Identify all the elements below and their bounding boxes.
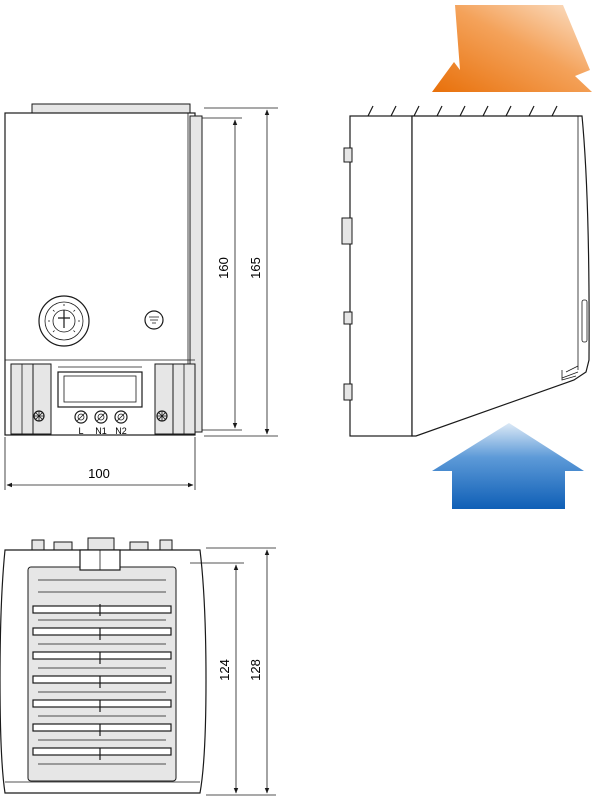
vent-grille-louvres <box>32 579 172 765</box>
bottom-view: 124 128 <box>0 537 276 796</box>
cold-air-inflow-arrow <box>432 423 584 509</box>
mounting-screw-right-icon <box>156 410 168 422</box>
terminal-label-n2: N2 <box>115 426 127 436</box>
bottom-view-connectors <box>31 537 173 551</box>
dimension-160: 160 <box>216 257 231 279</box>
terminal-screw-n2-icon <box>114 410 128 424</box>
top-vent-fins <box>367 105 558 117</box>
warm-air-outflow-arrow <box>432 5 592 92</box>
dimension-124: 124 <box>217 659 232 681</box>
dimension-165: 165 <box>248 257 263 279</box>
dimension-100: 100 <box>88 466 110 481</box>
mounting-screw-left-icon <box>33 410 45 422</box>
front-height-dimensions: 160 165 <box>202 107 278 437</box>
front-view: L N1 N2 160 165 100 <box>4 103 278 490</box>
terminal-screw-n1-icon <box>94 410 108 424</box>
din-clip-bottom <box>343 383 353 401</box>
ground-symbol-icon <box>144 310 164 330</box>
thermostat-knob <box>38 295 90 347</box>
terminal-window <box>57 371 143 408</box>
terminal-label-n1: N1 <box>95 426 107 436</box>
side-mounting-body <box>349 115 413 437</box>
front-side-rail <box>189 115 203 433</box>
front-width-dimension: 100 <box>4 437 196 490</box>
bottom-height-dimensions: 124 128 <box>190 547 276 796</box>
din-clip-mid <box>341 217 353 245</box>
din-clip-top <box>343 147 353 163</box>
front-top-cap <box>31 103 191 114</box>
side-housing <box>411 115 590 437</box>
terminal-block: L N1 N2 <box>10 363 196 436</box>
terminal-screw-l-icon <box>74 410 88 424</box>
dimension-128: 128 <box>248 659 263 681</box>
din-clip-low <box>343 311 353 325</box>
terminal-label-l: L <box>78 426 83 436</box>
side-view <box>341 5 592 509</box>
